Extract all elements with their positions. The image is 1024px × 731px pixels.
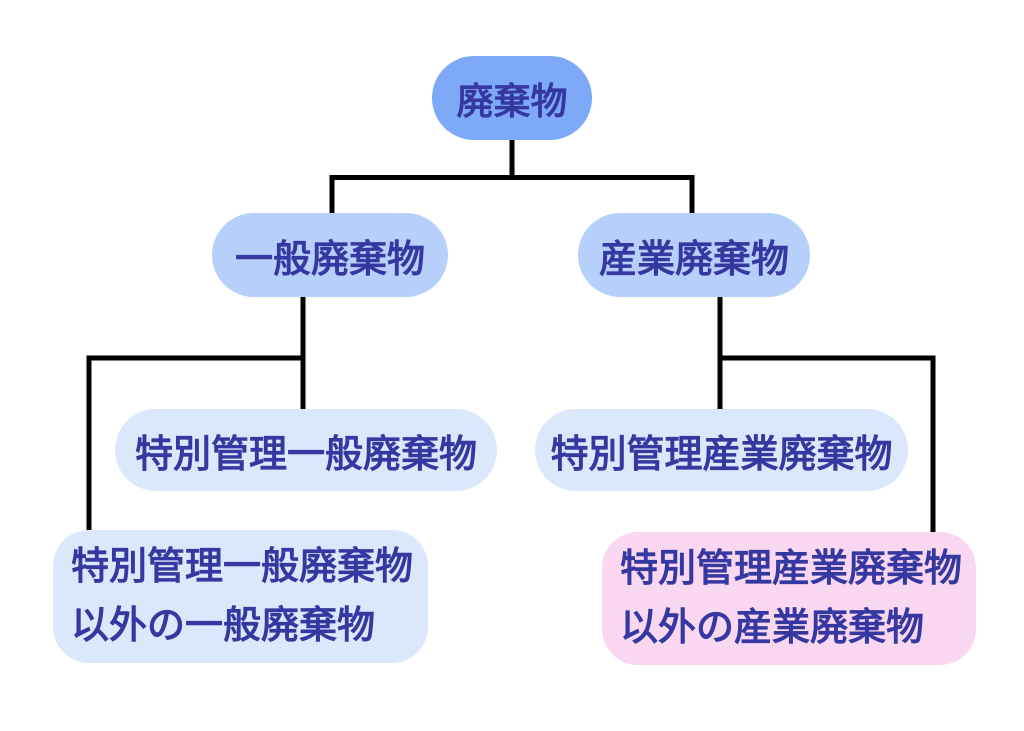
node-label-line2: 以外の一般廃棄物 <box>71 604 376 647</box>
node-label-line2: 以外の産業廃棄物 <box>620 606 925 649</box>
node-label: 特別管理産業廃棄物 <box>550 433 893 476</box>
node-general-waste: 一般廃棄物 <box>212 213 448 297</box>
node-label: 特別管理一般廃棄物 <box>134 433 477 476</box>
node-label-line1: 特別管理一般廃棄物 <box>71 545 414 588</box>
node-industrial-waste-other-than-special: 特別管理産業廃棄物 以外の産業廃棄物 <box>602 532 976 665</box>
node-special-managed-industrial-waste: 特別管理産業廃棄物 <box>535 409 908 491</box>
node-label-line1: 特別管理産業廃棄物 <box>620 547 963 590</box>
node-special-managed-general-waste: 特別管理一般廃棄物 <box>115 409 497 491</box>
node-label: 産業廃棄物 <box>598 238 789 281</box>
node-waste-root: 廃棄物 <box>432 56 592 140</box>
node-general-waste-other-than-special: 特別管理一般廃棄物 以外の一般廃棄物 <box>53 530 428 663</box>
node-label: 廃棄物 <box>456 81 568 122</box>
node-industrial-waste: 産業廃棄物 <box>578 213 810 297</box>
node-label: 一般廃棄物 <box>234 238 425 281</box>
